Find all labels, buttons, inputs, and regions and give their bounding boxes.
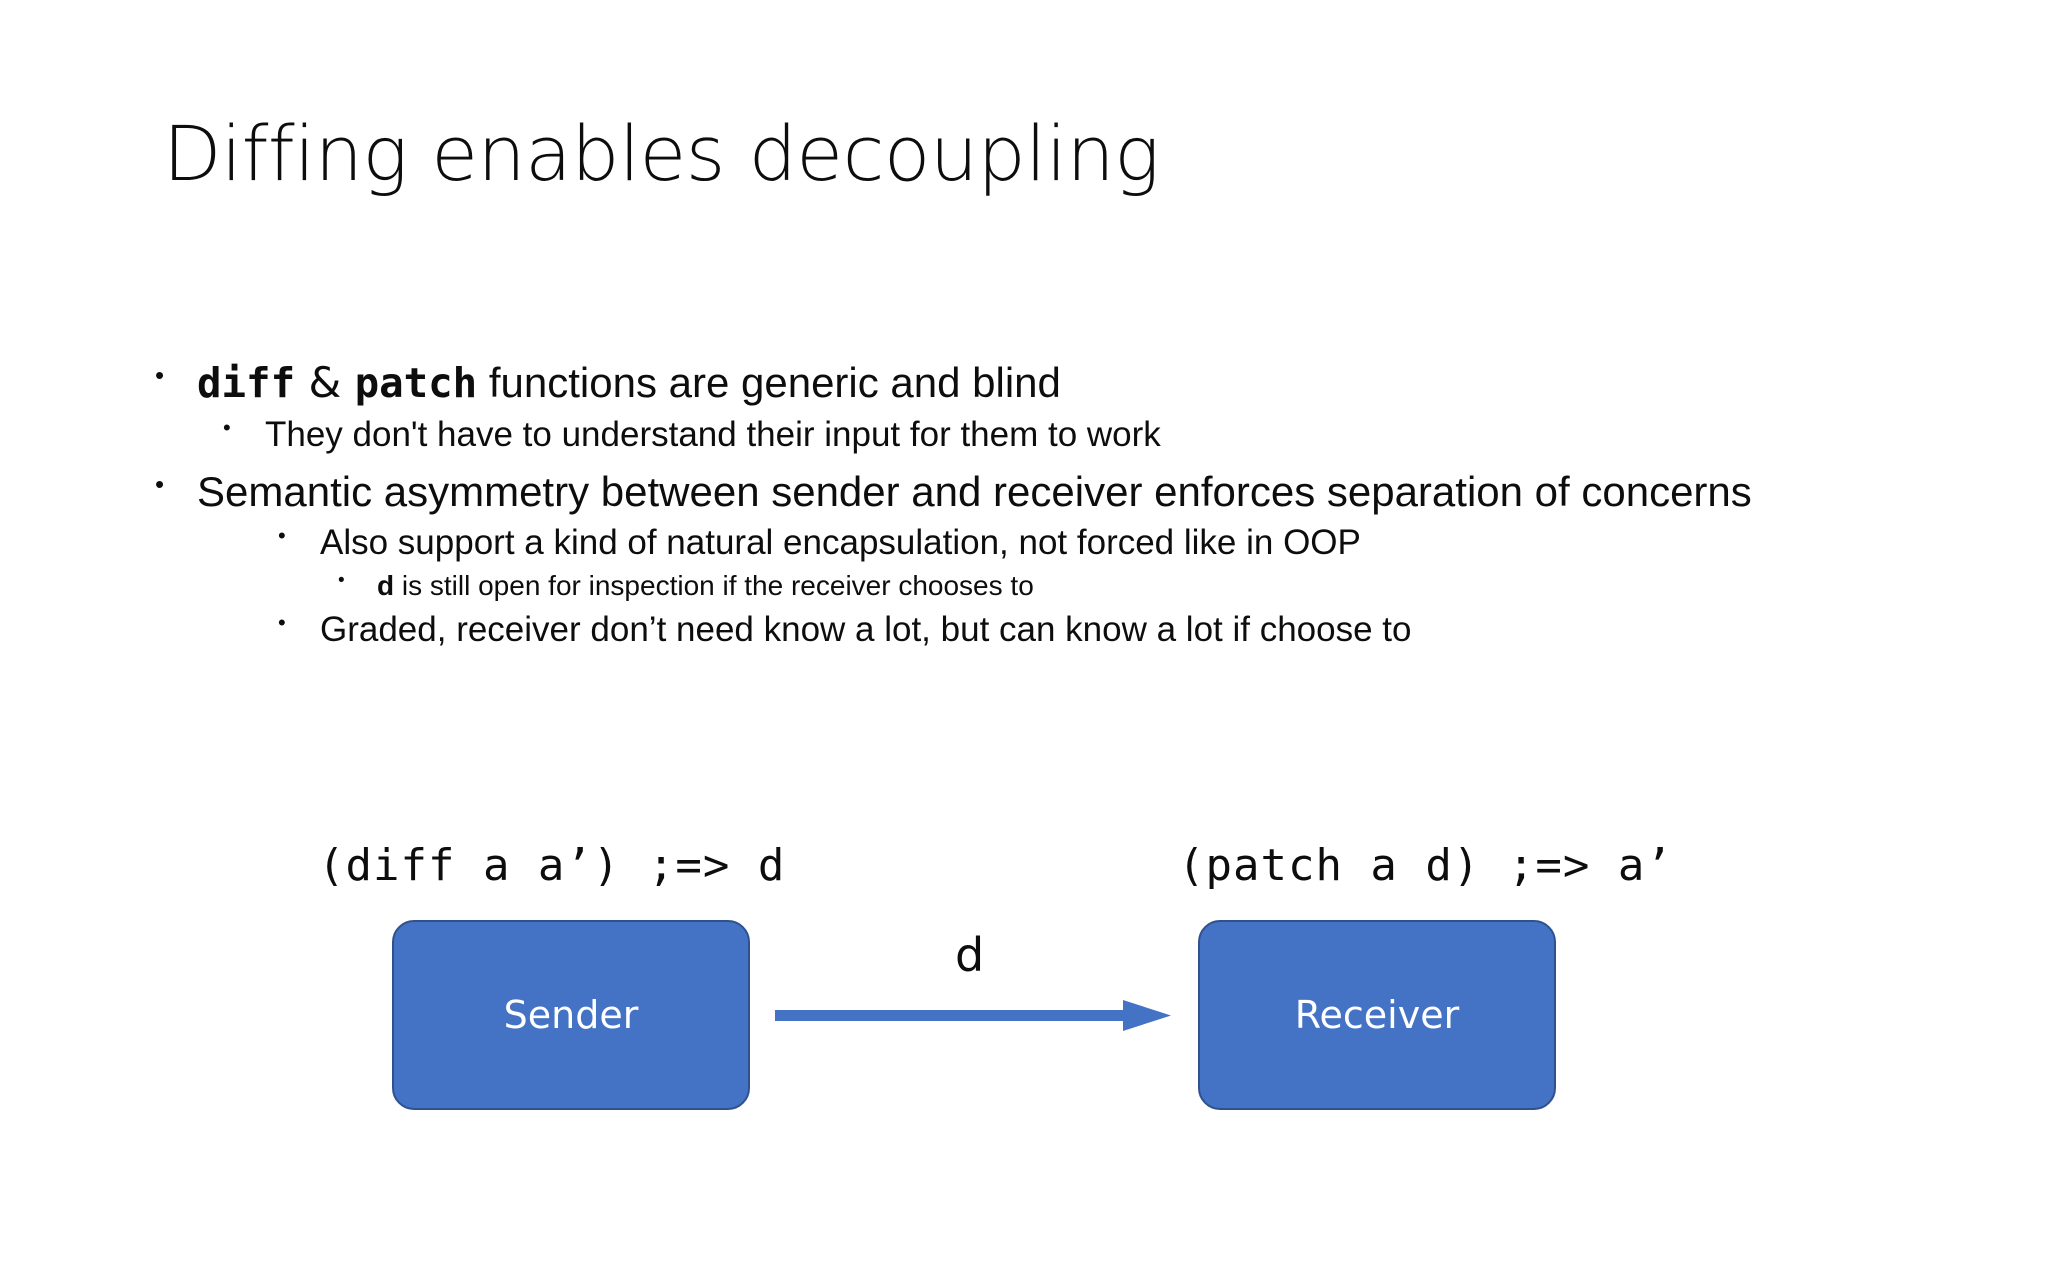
code-token-diff: diff [197, 359, 296, 407]
code-snippet-diff: (diff a a’) ;=> d [318, 840, 786, 891]
bullet-text: Also support a kind of natural encapsula… [320, 523, 1361, 563]
sender-node[interactable]: Sender [392, 920, 750, 1110]
bullet-text: Graded, receiver don’t need know a lot, … [320, 609, 1412, 649]
bullet-level2-understand-input: • They don't have to understand their in… [155, 414, 1955, 455]
bullet-marker-level3: • [278, 523, 286, 549]
bullet-marker-level1: • [155, 360, 165, 390]
bullet-text: diff & patch functions are generic and b… [197, 358, 1955, 408]
bullet-list: • diff & patch functions are generic and… [155, 358, 1955, 652]
bullet-text: They don't have to understand their inpu… [265, 414, 1161, 454]
bullet-marker-level4: • [338, 570, 345, 592]
ampersand-separator: & [295, 358, 355, 407]
receiver-node-label: Receiver [1294, 993, 1460, 1037]
sender-node-label: Sender [503, 993, 639, 1037]
bullet-text: Semantic asymmetry between sender and re… [197, 467, 1752, 515]
receiver-node[interactable]: Receiver [1198, 920, 1556, 1110]
sender-receiver-diagram: (diff a a’) ;=> d (patch a d) ;=> a’ Sen… [0, 820, 2048, 1120]
bullet-text-tail: is still open for inspection if the rece… [394, 570, 1034, 602]
bullet-text: d is still open for inspection if the re… [377, 569, 1955, 603]
page-title: Diffing enables decoupling [163, 109, 1160, 198]
bullet-level3-graded-receiver: • Graded, receiver don’t need know a lot… [155, 609, 1955, 650]
bullet-level4-d-open-inspection: • d is still open for inspection if the … [155, 569, 1955, 603]
bullet-level1-semantic-asymmetry: • Semantic asymmetry between sender and … [155, 467, 1955, 516]
bullet-level3-natural-encapsulation: • Also support a kind of natural encapsu… [155, 522, 1955, 563]
bullet-level1-diff-patch: • diff & patch functions are generic and… [155, 358, 1955, 408]
bullet-marker-level3: • [278, 609, 286, 635]
bullet-text-tail: functions are generic and blind [477, 359, 1061, 406]
bullet-marker-level2: • [223, 414, 231, 440]
arrow-label-d: d [955, 928, 985, 982]
code-snippet-patch: (patch a d) ;=> a’ [1178, 840, 1673, 891]
code-token-patch: patch [354, 359, 478, 407]
diff-arrow [775, 998, 1173, 1034]
code-token-d: d [377, 570, 395, 602]
bullet-marker-level1: • [155, 468, 165, 499]
